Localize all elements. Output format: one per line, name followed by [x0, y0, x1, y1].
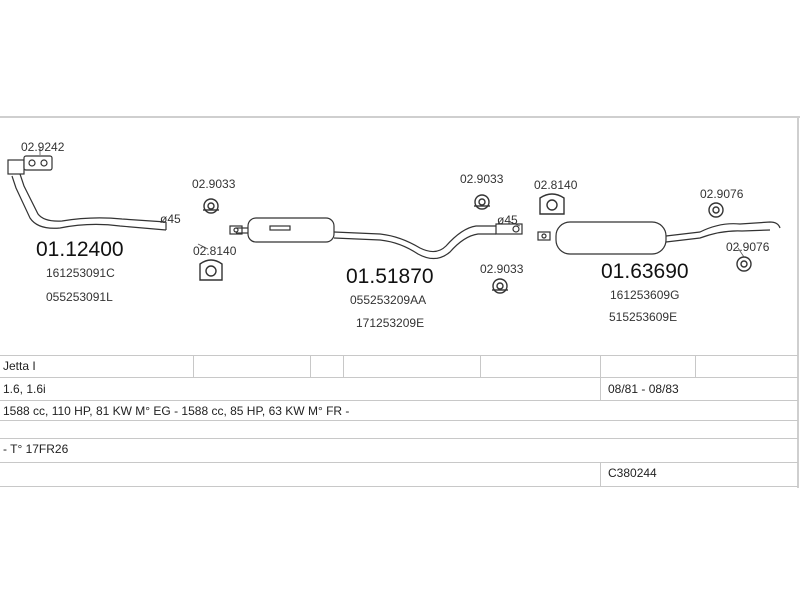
rear-muffler[interactable]	[555, 221, 781, 255]
code-cell: - T° 17FR26	[3, 442, 69, 456]
hanger-icon	[539, 193, 565, 215]
hanger-label: 02.8140	[193, 244, 237, 258]
table-line	[600, 355, 601, 400]
table-line	[480, 355, 481, 377]
table-line	[193, 355, 194, 377]
table-line	[310, 355, 311, 377]
table-line	[0, 377, 798, 378]
clamp-label: 02.9033	[192, 177, 236, 191]
section-number: 01.12400	[36, 238, 124, 261]
hanger-label: 02.8140	[534, 178, 578, 192]
section-number: 01.51870	[346, 265, 434, 288]
part-number: 055253091L	[46, 290, 113, 304]
rubber-mount-icon	[708, 202, 724, 218]
front-pipe[interactable]	[7, 159, 167, 231]
flange-gasket-icon	[23, 155, 53, 171]
clamp-icon	[492, 278, 508, 294]
clamp-label: 02.9033	[480, 262, 524, 276]
diameter-label: ø45	[497, 213, 518, 227]
specs-cell: 1588 cc, 110 HP, 81 KW M° EG - 1588 cc, …	[3, 404, 350, 418]
table-line	[0, 462, 798, 463]
table-line	[600, 462, 601, 486]
exhaust-diagram	[7, 148, 781, 294]
table-line	[695, 355, 696, 377]
hanger-icon	[199, 259, 223, 281]
table-line	[0, 400, 798, 401]
reference-cell: C380244	[608, 466, 657, 480]
table-line	[0, 420, 798, 421]
section-number: 01.63690	[601, 260, 689, 283]
middle-muffler[interactable]	[236, 217, 496, 260]
gasket-label: 02.9242	[21, 140, 65, 154]
clamp-label: 02.9033	[460, 172, 504, 186]
part-number: 161253609G	[610, 288, 680, 302]
date-range-cell: 08/81 - 08/83	[608, 382, 679, 396]
part-number: 055253209AA	[350, 293, 427, 307]
frame-top-border	[0, 116, 800, 118]
table-line	[343, 355, 344, 377]
diameter-label: ø45	[160, 212, 181, 226]
middle-connector	[495, 223, 523, 235]
rubber-mount-label: 02.9076	[700, 187, 744, 201]
table-line	[0, 486, 798, 487]
table-line	[0, 355, 798, 356]
rubber-mount-icon	[736, 256, 752, 272]
clamp-icon	[203, 198, 219, 214]
rear-connector	[537, 231, 551, 241]
clamp-icon	[474, 194, 490, 210]
model-cell: Jetta I	[3, 359, 36, 373]
table-line	[0, 438, 798, 439]
part-number: 161253091C	[46, 266, 115, 280]
part-number: 171253209E	[356, 316, 425, 330]
part-number: 515253609E	[609, 310, 678, 324]
rubber-mount-label: 02.9076	[726, 240, 770, 254]
engine-cell: 1.6, 1.6i	[3, 382, 46, 396]
frame-right-border	[797, 116, 799, 488]
